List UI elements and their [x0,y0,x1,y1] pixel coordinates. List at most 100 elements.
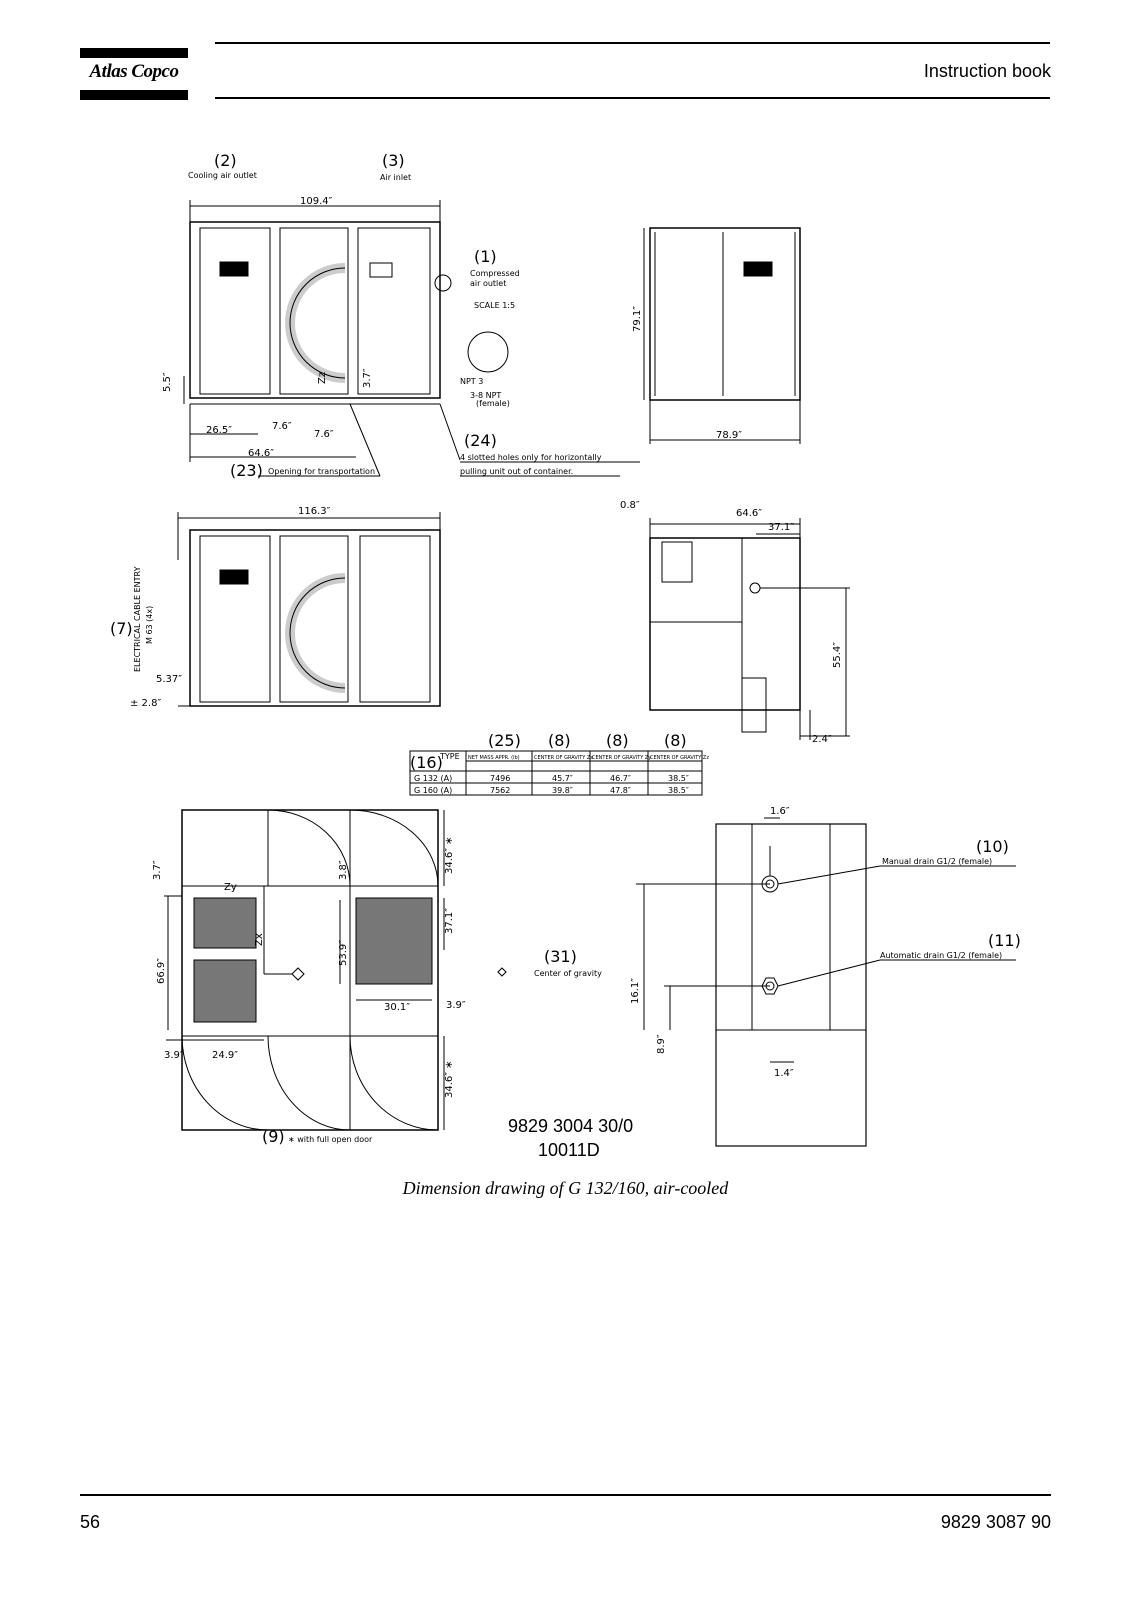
table-header-zy: CENTER OF GRAVITY Zy [592,755,651,761]
full-open-door-label: ∗ with full open door [288,1135,373,1144]
npt38-label-2: (female) [476,399,510,408]
compressed-air-outlet-label-2: air outlet [470,279,506,288]
front-view [183,200,640,477]
dim-3-8: 3.8″ [338,860,349,880]
table-cell: 7562 [490,786,510,795]
table-header-mass: NET MASS APPR. (lb) [468,755,520,761]
callout-8c: (8) [664,731,687,750]
dim-5-37: 5.37″ [156,674,182,685]
dim-34-6a: 34.6″ ∗ [444,836,455,874]
header-title: Instruction book [923,61,1051,81]
dim-16-1: 16.1″ [630,978,641,1004]
center-of-gravity-marker [497,967,507,977]
figure-caption: Dimension drawing of G 132/160, air-cool… [402,1178,729,1198]
dim-37-1: 37.1″ [768,522,794,533]
dim-109-4: 109.4″ [300,196,333,207]
table-cell: G 132 (A) [414,774,452,783]
npt38-label-1: 3-8 NPT [470,391,501,400]
dim-79-1: 79.1″ [632,306,643,332]
header-rule-bottom [215,97,1050,99]
table-header-type: TYPE [439,752,460,761]
table-cell: 38.5″ [668,774,689,783]
dim-zz: Zz [317,372,328,384]
cable-entry-label-1: ELECTRICAL CABLE ENTRY [133,566,142,672]
slotted-holes-label-2: pulling unit out of container. [460,467,573,476]
logo-bar-top [80,48,188,58]
dim-8-9: 8.9″ [656,1034,667,1054]
dim-zx: Zx [254,933,265,946]
top-view [164,809,445,1131]
table-grid [409,750,703,796]
dim-64-6: 64.6″ [248,448,274,459]
scale-label: SCALE 1:5 [474,301,515,310]
header-rule-top [215,42,1050,44]
callout-8a: (8) [548,731,571,750]
center-of-gravity-label: Center of gravity [534,969,602,978]
dim-1-4: 1.4″ [774,1068,794,1079]
table-cell: 38.5″ [668,786,689,795]
side-view-lower [649,518,850,740]
opening-transport-label: Opening for transportation [268,467,375,476]
rear-view [177,512,441,707]
automatic-drain-label: Automatic drain G1/2 (female) [880,951,1002,960]
logo-wordmark: Atlas Copco [89,61,179,82]
callout-11: (11) [988,931,1021,950]
callout-16: (16) [410,753,443,772]
dim-3-7b: 3.7″ [152,860,163,880]
drawing-revision: 10011D [538,1140,600,1160]
dim-zy: Zy [224,882,237,893]
callout-10: (10) [976,837,1009,856]
table-cell: 7496 [490,774,510,783]
callout-23: (23) [230,461,263,480]
dim-7-6b: 7.6″ [314,429,334,440]
atlas-copco-logo: Atlas Copco [80,48,188,100]
callout-3: (3) [382,151,405,170]
callout-7: (7) [110,619,133,638]
document-number: 9829 3087 90 [940,1512,1051,1532]
table-cell: 47.8″ [610,786,631,795]
dim-30-1: 30.1″ [384,1002,410,1013]
dim-116-3: 116.3″ [298,506,331,517]
dim-64-6b: 64.6″ [736,508,762,519]
dim-53-9: 53.9″ [338,940,349,966]
dim-1-6: 1.6″ [770,806,790,817]
dim-3-7: 3.7″ [362,368,373,388]
page-number: 56 [80,1512,101,1532]
dim-26-5: 26.5″ [206,425,232,436]
dim-3-9a: 3.9″ [446,1000,466,1011]
side-view-upper [643,227,801,444]
callout-24: (24) [464,431,497,450]
table-cell: 45.7″ [552,774,573,783]
dim-3-9b: 3.9″ [164,1050,184,1061]
dim-55-4: 55.4″ [832,642,843,668]
callout-25: (25) [488,731,521,750]
slotted-holes-label-1: 4 slotted holes only for horizontally [460,453,602,462]
dim-2-8: ± 2.8″ [130,698,161,709]
dim-37-1b: 37.1″ [444,908,455,934]
table-header-zx: CENTER OF GRAVITY Zx [534,755,593,761]
callout-9: (9) [262,1127,285,1146]
table-header-zz: CENTER OF GRAVITY Zz [650,755,709,761]
dim-34-6b: 34.6″ ∗ [444,1060,455,1098]
table-cell: 39.8″ [552,786,573,795]
dim-78-9: 78.9″ [716,430,742,441]
drain-detail-view [636,817,1016,1147]
dim-66-9: 66.9″ [156,958,167,984]
dim-5-5: 5.5″ [162,372,173,392]
cable-entry-label-2: M 63 (4x) [145,606,154,644]
dim-2-4: 2.4″ [812,734,832,745]
table-cell: G 160 (A) [414,786,452,795]
callout-1: (1) [474,247,497,266]
manual-drain-label: Manual drain G1/2 (female) [882,857,992,866]
logo-bar-bottom [80,90,188,100]
callout-2: (2) [214,151,237,170]
callout-31: (31) [544,947,577,966]
dim-0-8: 0.8″ [620,500,640,511]
npt3-label: NPT 3 [460,377,483,386]
table-cell: 46.7″ [610,774,631,783]
dim-7-6a: 7.6″ [272,421,292,432]
dim-24-9: 24.9″ [212,1050,238,1061]
compressed-air-outlet-label-1: Compressed [470,269,520,278]
callout-8b: (8) [606,731,629,750]
